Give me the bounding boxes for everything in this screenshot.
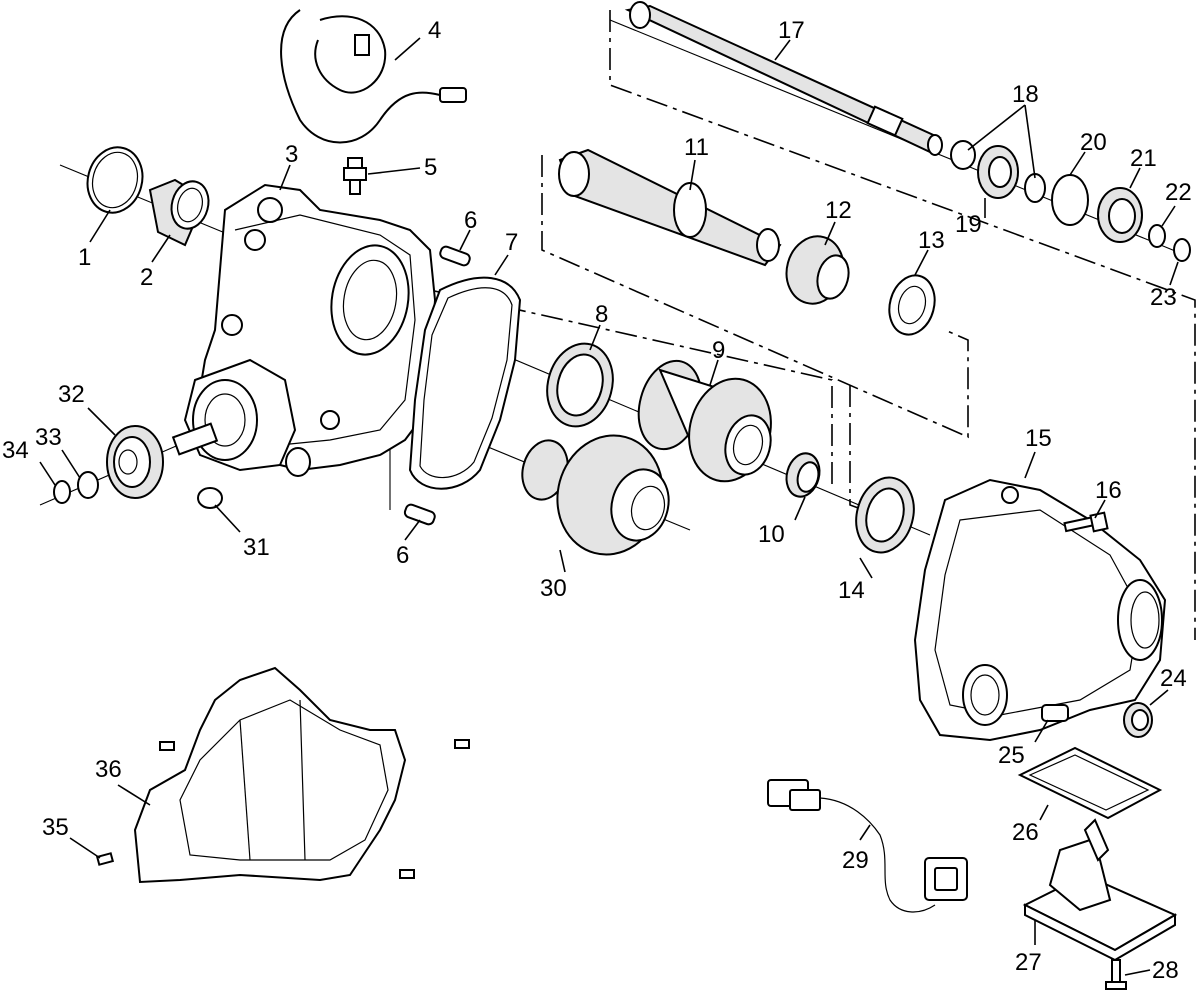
gasket-7 <box>408 276 522 490</box>
screw-35 <box>95 852 115 866</box>
gear-12 <box>785 235 850 305</box>
bearing-19 <box>977 145 1019 199</box>
callout-14: 14 <box>838 577 865 604</box>
oil-seal-32 <box>106 425 164 499</box>
callout-9: 9 <box>712 337 725 364</box>
callout-27: 27 <box>1015 949 1042 976</box>
dowel-pin-6-upper <box>439 245 471 267</box>
callout-22: 22 <box>1165 179 1192 206</box>
callout-12: 12 <box>825 197 852 224</box>
callout-15: 15 <box>1025 425 1052 452</box>
callout-32: 32 <box>58 381 85 408</box>
snap-ring-34 <box>53 480 71 504</box>
shield-screw-b <box>454 739 470 749</box>
callout-36: 36 <box>95 756 122 783</box>
callout-4: 4 <box>428 17 441 44</box>
seal-14 <box>855 476 915 554</box>
snap-ring-18-a <box>950 140 976 170</box>
retaining-ring-20 <box>1051 174 1089 226</box>
callout-26: 26 <box>1012 819 1039 846</box>
callout-20: 20 <box>1080 129 1107 156</box>
callout-2: 2 <box>140 264 153 291</box>
shield-screw-c <box>399 869 415 879</box>
callout-21: 21 <box>1130 145 1157 172</box>
callout-35: 35 <box>42 814 69 841</box>
thrust-washer-13 <box>888 274 936 336</box>
wiring-harness-29 <box>767 779 968 913</box>
snap-ring-33 <box>77 471 99 499</box>
callout-10: 10 <box>758 521 785 548</box>
callout-11: 11 <box>684 134 709 161</box>
input-shaft-11 <box>558 148 782 267</box>
callout-28: 28 <box>1152 957 1179 984</box>
callout-24: 24 <box>1160 665 1187 692</box>
actuator-cover-27 <box>1022 818 1178 962</box>
callout-34: 34 <box>2 437 29 464</box>
callout-23: 23 <box>1150 284 1177 311</box>
heat-shield-36 <box>133 666 407 884</box>
callout-19: 19 <box>955 211 982 238</box>
dowel-pin-6-lower <box>403 503 436 526</box>
plug-31 <box>197 487 223 509</box>
leader-lines <box>39 37 1179 976</box>
callout-5: 5 <box>424 154 437 181</box>
bearing-10 <box>785 452 821 498</box>
callout-29: 29 <box>842 847 869 874</box>
shield-screw-a <box>159 741 175 751</box>
bushing-2 <box>148 178 210 247</box>
driven-gear-30 <box>521 434 670 556</box>
callout-31: 31 <box>243 534 270 561</box>
callout-7: 7 <box>505 229 518 256</box>
transfer-case-housing-3 <box>171 183 437 477</box>
gasket-26 <box>1017 746 1163 820</box>
callout-33: 33 <box>35 424 62 451</box>
snap-ring-18-b <box>1024 173 1046 203</box>
callout-6-lower: 6 <box>396 542 409 569</box>
output-shaft-17 <box>624 1 943 156</box>
callout-3: 3 <box>285 141 298 168</box>
callout-6-upper: 6 <box>464 207 477 234</box>
seal-24 <box>1123 702 1153 738</box>
callout-16: 16 <box>1095 477 1122 504</box>
callout-1: 1 <box>78 244 91 271</box>
washer-22 <box>1148 224 1166 248</box>
callout-labels: 1 2 3 4 5 6 6 7 8 9 10 11 12 13 14 15 16… <box>2 17 1192 984</box>
callout-13: 13 <box>918 227 945 254</box>
clip-23 <box>1173 238 1191 262</box>
vent-fitting-5 <box>343 157 367 195</box>
seal-21 <box>1097 187 1143 243</box>
gear-assembly-9 <box>637 359 772 483</box>
plug-25 <box>1041 704 1069 722</box>
seal-8 <box>546 342 614 428</box>
callout-18: 18 <box>1012 81 1039 108</box>
snap-ring-1 <box>86 146 144 214</box>
callout-25: 25 <box>998 742 1025 769</box>
wiring-harness-4 <box>280 9 467 144</box>
callout-30: 30 <box>540 575 567 602</box>
screw-28 <box>1105 959 1127 990</box>
callout-17: 17 <box>778 17 805 44</box>
rear-housing-15 <box>913 478 1167 742</box>
callout-8: 8 <box>595 301 608 328</box>
